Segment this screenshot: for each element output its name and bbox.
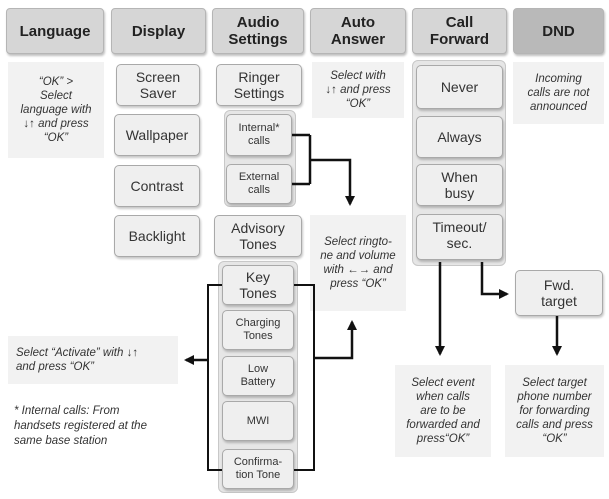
- dnd-note: Incoming calls are not announced: [513, 62, 604, 124]
- header-display: Display: [111, 8, 206, 54]
- ringtone-note: Select ringto- ne and volume with ←→ and…: [310, 215, 406, 311]
- header-language: Language: [6, 8, 104, 54]
- audio-mwi[interactable]: MWI: [222, 401, 294, 441]
- advisory-bracket-line: [207, 284, 315, 471]
- audio-key-tones[interactable]: Key Tones: [222, 265, 294, 305]
- header-dnd: DND: [513, 8, 604, 54]
- ringer-bracket-line: [292, 133, 350, 204]
- header-call-forward: Call Forward: [412, 8, 507, 54]
- select-event-note: Select event when calls are to be forwar…: [395, 365, 491, 457]
- display-contrast[interactable]: Contrast: [114, 165, 200, 207]
- audio-external-calls[interactable]: External calls: [226, 164, 292, 204]
- audio-low-battery[interactable]: Low Battery: [222, 356, 294, 396]
- footnote: * Internal calls: From handsets register…: [14, 405, 147, 447]
- call-forward-always[interactable]: Always: [416, 116, 503, 158]
- activate-note: Select “Activate” with ↓↑ and press “OK”: [8, 336, 178, 384]
- select-target-note: Select target phone number for forwardin…: [505, 365, 604, 457]
- audio-charging-tones[interactable]: Charging Tones: [222, 310, 294, 350]
- audio-confirmation-tone[interactable]: Confirma- tion Tone: [222, 449, 294, 489]
- display-wallpaper[interactable]: Wallpaper: [114, 114, 200, 156]
- language-note: “OK” > Select language with ↓↑ and press…: [8, 62, 104, 158]
- call-forward-when-busy[interactable]: When busy: [416, 164, 503, 206]
- fwd-target-arrow: [480, 262, 509, 299]
- header-audio-settings: Audio Settings: [212, 8, 304, 54]
- call-forward-never[interactable]: Never: [416, 65, 503, 109]
- call-forward-timeout[interactable]: Timeout/ sec.: [416, 214, 503, 260]
- call-forward-fwd-target[interactable]: Fwd. target: [515, 270, 603, 316]
- audio-advisory-tones[interactable]: Advisory Tones: [214, 215, 302, 257]
- display-backlight[interactable]: Backlight: [114, 215, 200, 257]
- audio-internal-calls[interactable]: Internal* calls: [226, 114, 292, 156]
- auto-answer-note: Select with ↓↑ and press “OK”: [312, 62, 404, 118]
- header-auto-answer: Auto Answer: [310, 8, 406, 54]
- key-tones-arrow: [314, 320, 357, 360]
- display-screen-saver[interactable]: Screen Saver: [116, 64, 200, 106]
- audio-ringer-settings[interactable]: Ringer Settings: [216, 64, 302, 106]
